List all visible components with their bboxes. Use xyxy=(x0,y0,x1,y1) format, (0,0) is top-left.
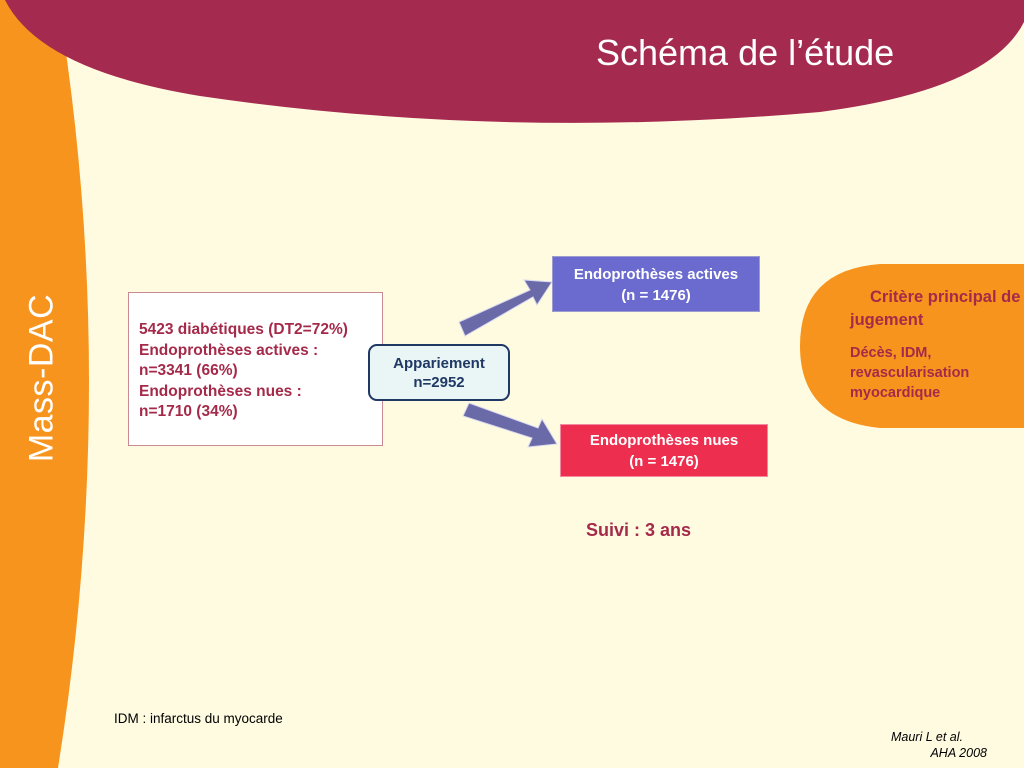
title-banner xyxy=(5,0,1024,123)
reference-venue: AHA 2008 xyxy=(930,746,987,760)
reference: Mauri L et al. AHA 2008 xyxy=(860,729,987,761)
population-total: 5423 diabétiques (DT2=72%) xyxy=(139,321,348,338)
population-active-count: n=3341 (66%) xyxy=(139,362,238,379)
bare-stent-label: Endoprothèses nues xyxy=(589,432,739,449)
bare-stent-box: Endoprothèses nues (n = 1476) xyxy=(560,424,768,477)
active-stent-label: Endoprothèses actives xyxy=(573,266,739,283)
criteria-line: Décès, IDM, xyxy=(850,345,932,361)
criteria-title: Critère principal de jugement xyxy=(850,288,1021,329)
active-stent-box: Endoprothèses actives (n = 1476) xyxy=(552,256,760,312)
page-title: Schéma de l’étude xyxy=(596,32,895,73)
arrow-up-right-icon xyxy=(458,279,553,337)
arrow-down-right-icon xyxy=(462,402,558,448)
reference-authors: Mauri L et al. xyxy=(890,730,963,744)
active-stent-count: (n = 1476) xyxy=(621,287,691,304)
matching-box: Appariement n=2952 xyxy=(368,344,510,401)
population-active-label: Endoprothèses actives : xyxy=(139,341,319,359)
footnote: IDM : infarctus du myocarde xyxy=(114,711,283,726)
side-band xyxy=(0,0,89,768)
criteria-line: revascularisation xyxy=(850,365,970,381)
matching-count: n=2952 xyxy=(413,374,465,391)
followup-label: Suivi : 3 ans xyxy=(586,520,692,540)
population-box: 5423 diabétiques (DT2=72%) Endoprothèses… xyxy=(128,292,383,446)
criteria-line: myocardique xyxy=(850,385,941,401)
population-bare-count: n=1710 (34%) xyxy=(139,403,238,420)
criteria-body: Décès, IDM, revascularisation myocardiqu… xyxy=(850,343,1024,403)
side-label: Mass-DAC xyxy=(22,293,61,463)
population-bare-label: Endoprothèses nues : xyxy=(139,382,302,400)
matching-label: Appariement xyxy=(393,355,485,372)
criteria-box: Critère principal de jugement Décès, IDM… xyxy=(850,286,1024,403)
bare-stent-count: (n = 1476) xyxy=(629,453,699,470)
criteria-panel xyxy=(800,264,1024,428)
